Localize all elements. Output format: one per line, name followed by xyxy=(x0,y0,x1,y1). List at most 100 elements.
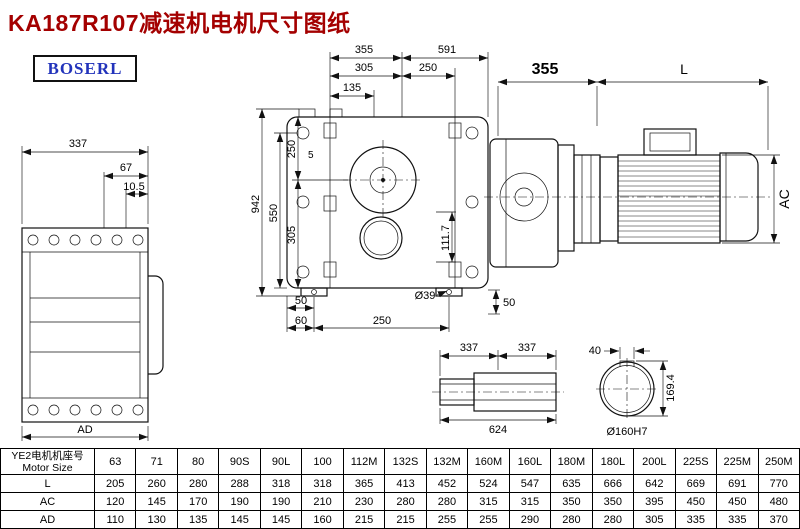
dim-value-cell: 255 xyxy=(467,510,510,529)
dim-label-355-motor: 355 xyxy=(532,61,559,78)
dim-value-cell: 365 xyxy=(342,474,386,493)
dim-value-cell: 110 xyxy=(93,510,137,529)
dim-label-60: 60 xyxy=(295,315,307,327)
dim-value-cell: 350 xyxy=(591,492,635,511)
brand-logo-text: BOSERL xyxy=(47,58,123,78)
size-column-header: 160L xyxy=(508,448,552,475)
torque-arm-boss xyxy=(148,275,164,375)
dim-label-305-top: 305 xyxy=(355,62,373,74)
size-column-header: 112M xyxy=(342,448,386,475)
dim-label-50-bottom: 50 xyxy=(295,295,307,307)
dim-label-L: L xyxy=(680,61,688,77)
dim-label-dia-39: Ø39 xyxy=(415,290,436,302)
dim-value-cell: 335 xyxy=(716,510,759,529)
dim-value-cell: 280 xyxy=(384,492,427,511)
dim-value-cell: 120 xyxy=(93,492,137,511)
dim-label-10-5: 10.5 xyxy=(123,181,144,193)
dim-label-AC: AC xyxy=(776,189,792,208)
dim-value-cell: 255 xyxy=(425,510,469,529)
size-column-header: 180M xyxy=(550,448,593,475)
dim-value-cell: 669 xyxy=(674,474,718,493)
size-column-header: 132M xyxy=(425,448,469,475)
size-column-header: 225M xyxy=(716,448,759,475)
dim-value-cell: 318 xyxy=(259,474,303,493)
view-output-face: 337 67 10.5 AD xyxy=(21,138,164,441)
dim-label-250-top: 250 xyxy=(419,62,437,74)
view-front: 355 591 305 250 135 250 5 305 550 942 xyxy=(250,44,515,332)
dim-value-cell: 318 xyxy=(301,474,344,493)
page-title: KA187R107减速机电机尺寸图纸 xyxy=(8,10,351,36)
dim-value-cell: 480 xyxy=(757,492,800,511)
dim-label-ad: AD xyxy=(77,424,92,436)
dim-value-cell: 280 xyxy=(591,510,635,529)
dim-row-label: L xyxy=(0,474,95,493)
dim-value-cell: 145 xyxy=(135,492,178,511)
dim-value-cell: 215 xyxy=(384,510,427,529)
size-column-header: 90S xyxy=(218,448,261,475)
size-column-header: 80 xyxy=(176,448,220,475)
view-shaft: 337 337 624 xyxy=(432,342,564,436)
technical-drawing: 337 67 10.5 AD xyxy=(21,44,792,441)
dim-label-250-left: 250 xyxy=(286,140,298,158)
dim-value-cell: 280 xyxy=(550,510,593,529)
dim-value-cell: 547 xyxy=(508,474,552,493)
dim-value-cell: 280 xyxy=(425,492,469,511)
size-column-header: 90L xyxy=(259,448,303,475)
dim-label-169-4: 169.4 xyxy=(665,374,677,402)
dim-value-cell: 130 xyxy=(135,510,178,529)
dim-label-942: 942 xyxy=(250,195,262,213)
dim-value-cell: 691 xyxy=(716,474,759,493)
dim-value-cell: 450 xyxy=(674,492,718,511)
dim-value-cell: 288 xyxy=(218,474,261,493)
dim-value-cell: 190 xyxy=(218,492,261,511)
dim-value-cell: 190 xyxy=(259,492,303,511)
dim-value-cell: 413 xyxy=(384,474,427,493)
dim-value-cell: 350 xyxy=(550,492,593,511)
dim-value-cell: 290 xyxy=(508,510,552,529)
size-column-header: 180L xyxy=(591,448,635,475)
dim-value-cell: 260 xyxy=(135,474,178,493)
fan-cowl xyxy=(719,152,759,242)
size-column-header: 100 xyxy=(301,448,344,475)
size-column-header: 132S xyxy=(384,448,427,475)
dim-label-50-right: 50 xyxy=(503,297,515,309)
motor-stator xyxy=(617,154,721,244)
dim-value-cell: 230 xyxy=(342,492,386,511)
dim-value-cell: 452 xyxy=(425,474,469,493)
dim-value-cell: 395 xyxy=(633,492,676,511)
dim-value-cell: 450 xyxy=(716,492,759,511)
dim-value-cell: 315 xyxy=(508,492,552,511)
dim-value-cell: 335 xyxy=(674,510,718,529)
dim-label-dia-160h7: Ø160H7 xyxy=(607,426,648,438)
dim-label-550: 550 xyxy=(268,204,280,222)
dim-label-355-top: 355 xyxy=(355,44,373,56)
dim-label-624: 624 xyxy=(489,424,507,436)
view-bore-section: 40 169.4 Ø160H7 xyxy=(589,345,677,438)
dim-label-337-shaft-b: 337 xyxy=(518,342,536,354)
size-column-header: 63 xyxy=(93,448,137,475)
size-column-header: 250M xyxy=(757,448,800,475)
dim-value-cell: 770 xyxy=(757,474,800,493)
dim-value-cell: 370 xyxy=(757,510,800,529)
dim-value-cell: 205 xyxy=(93,474,137,493)
dim-row-label: AD xyxy=(0,510,95,529)
dim-label-40: 40 xyxy=(589,345,601,357)
dim-row-label: AC xyxy=(0,492,95,511)
dim-value-cell: 135 xyxy=(176,510,220,529)
dim-label-591: 591 xyxy=(438,44,456,56)
dim-value-cell: 145 xyxy=(218,510,261,529)
dim-label-67: 67 xyxy=(120,162,132,174)
terminal-box xyxy=(643,128,697,156)
dim-value-cell: 280 xyxy=(176,474,220,493)
size-column-header: 200L xyxy=(633,448,676,475)
dim-label-5: 5 xyxy=(308,150,314,161)
dim-value-cell: 160 xyxy=(301,510,344,529)
view-motor-side: 355 L AC xyxy=(484,61,792,268)
